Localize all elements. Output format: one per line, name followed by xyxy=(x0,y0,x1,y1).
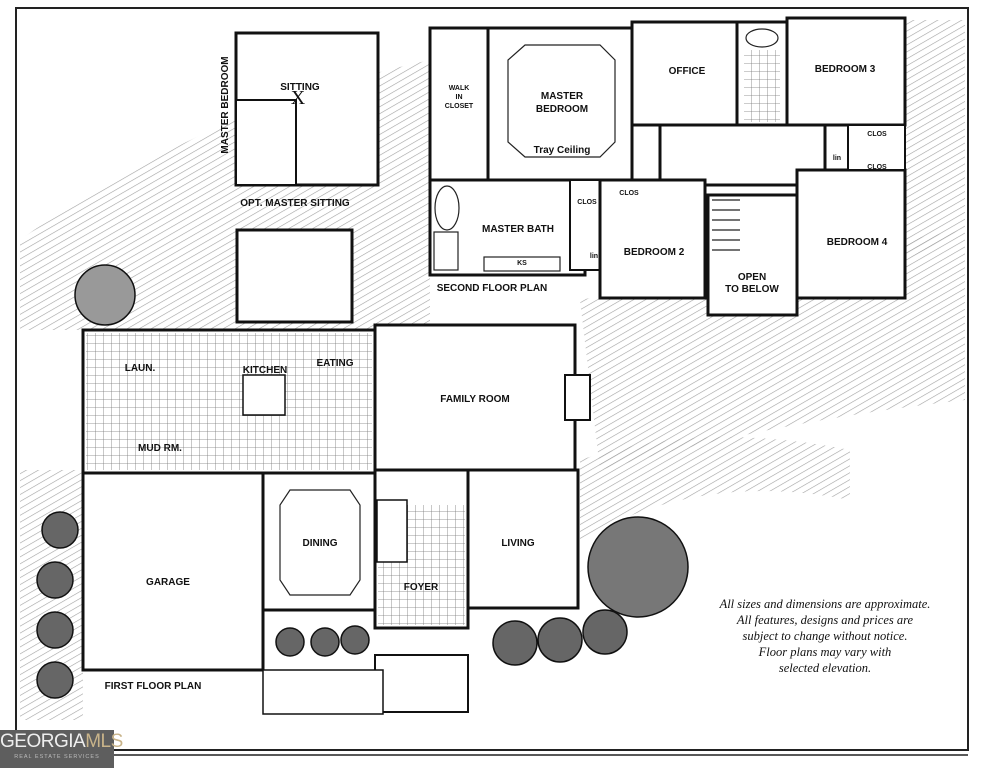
bedroom-4-label: BEDROOM 4 xyxy=(827,237,888,248)
living-label: LIVING xyxy=(501,538,535,549)
open-to-below-label: OPEN xyxy=(738,272,766,283)
garage-label: GARAGE xyxy=(146,577,190,588)
disclaimer-line: All features, designs and prices are xyxy=(736,613,914,627)
walk-in-closet-label: WALK xyxy=(449,85,470,92)
bedroom-3 xyxy=(785,16,907,127)
shrubs xyxy=(36,264,689,699)
open-to-below xyxy=(706,193,799,317)
logo-text-accent: MLS xyxy=(85,731,123,752)
disclaimer-line: Floor plans may vary with xyxy=(758,645,892,659)
ks-label: KS xyxy=(517,260,527,267)
first-floor-plan xyxy=(81,228,591,715)
kitchen-island xyxy=(242,374,286,416)
kitchen-label: KITCHEN xyxy=(243,365,287,376)
office-label: OFFICE xyxy=(669,66,706,77)
closet-label: CLOS xyxy=(867,131,887,138)
bedroom-4 xyxy=(795,168,907,300)
laundry-label: LAUN. xyxy=(125,363,156,374)
closet-label: CLOS xyxy=(867,164,887,171)
master-bedroom-vertical-label: MASTER BEDROOM xyxy=(220,56,231,153)
closet-label: CLOS xyxy=(619,190,639,197)
logo-tagline: REAL ESTATE SERVICES xyxy=(14,754,100,760)
master-bath-label: MASTER BATH xyxy=(482,224,554,235)
disclaimer-line: subject to change without notice. xyxy=(742,629,908,643)
walk-in-closet-label: CLOSET xyxy=(445,103,474,110)
foyer-label: FOYER xyxy=(404,582,439,593)
second-floor-plan xyxy=(428,16,907,317)
garage xyxy=(81,471,265,672)
master-bedroom-label: MASTER xyxy=(541,91,584,102)
walk-in-closet-label: IN xyxy=(456,94,463,101)
bedroom-3-label: BEDROOM 3 xyxy=(815,64,876,75)
closet-label: CLOS xyxy=(577,199,597,206)
walkway xyxy=(262,669,384,715)
linen-label: lin xyxy=(590,253,598,260)
opt-master-sitting xyxy=(234,31,380,187)
first-floor-title: FIRST FLOOR PLAN xyxy=(105,681,202,692)
disclaimer: All sizes and dimensions are approximate… xyxy=(690,596,960,676)
master-bath xyxy=(428,178,587,277)
second-floor-title: SECOND FLOOR PLAN xyxy=(437,283,548,294)
family-room-label: FAMILY ROOM xyxy=(440,394,509,405)
sitting-label: SITTING xyxy=(280,82,320,93)
opt-master-sitting-title: OPT. MASTER SITTING xyxy=(240,198,350,209)
master-closet xyxy=(569,179,601,271)
patio xyxy=(235,228,354,324)
dining-room xyxy=(261,471,377,612)
dining-label: DINING xyxy=(303,538,338,549)
bedroom-2-label: BEDROOM 2 xyxy=(624,247,685,258)
bedroom-2 xyxy=(598,178,707,300)
living-room xyxy=(466,468,580,610)
tray-ceiling xyxy=(507,44,616,158)
linen-label: lin xyxy=(833,155,841,162)
mud-room-label: MUD RM. xyxy=(138,443,182,454)
fireplace xyxy=(564,374,591,421)
disclaimer-line: All sizes and dimensions are approximate… xyxy=(719,597,931,611)
labels: SITTING X MASTER BEDROOM OPT. MASTER SIT… xyxy=(105,56,888,692)
master-bedroom-label: BEDROOM xyxy=(536,104,588,115)
walk-in-closet xyxy=(428,26,490,182)
x-mark: X xyxy=(291,87,306,109)
closets xyxy=(847,124,906,171)
eating-label: EATING xyxy=(316,358,353,369)
tray-ceiling-label: Tray Ceiling xyxy=(534,145,591,156)
georgia-mls-logo: GEORGIAMLS REAL ESTATE SERVICES xyxy=(0,730,123,768)
page-border xyxy=(15,7,969,751)
open-to-below-label: TO BELOW xyxy=(725,284,779,295)
porch xyxy=(374,654,469,713)
stairs xyxy=(376,499,408,563)
logo-text: GEORGIA xyxy=(0,731,86,752)
disclaimer-line: selected elevation. xyxy=(778,661,872,675)
